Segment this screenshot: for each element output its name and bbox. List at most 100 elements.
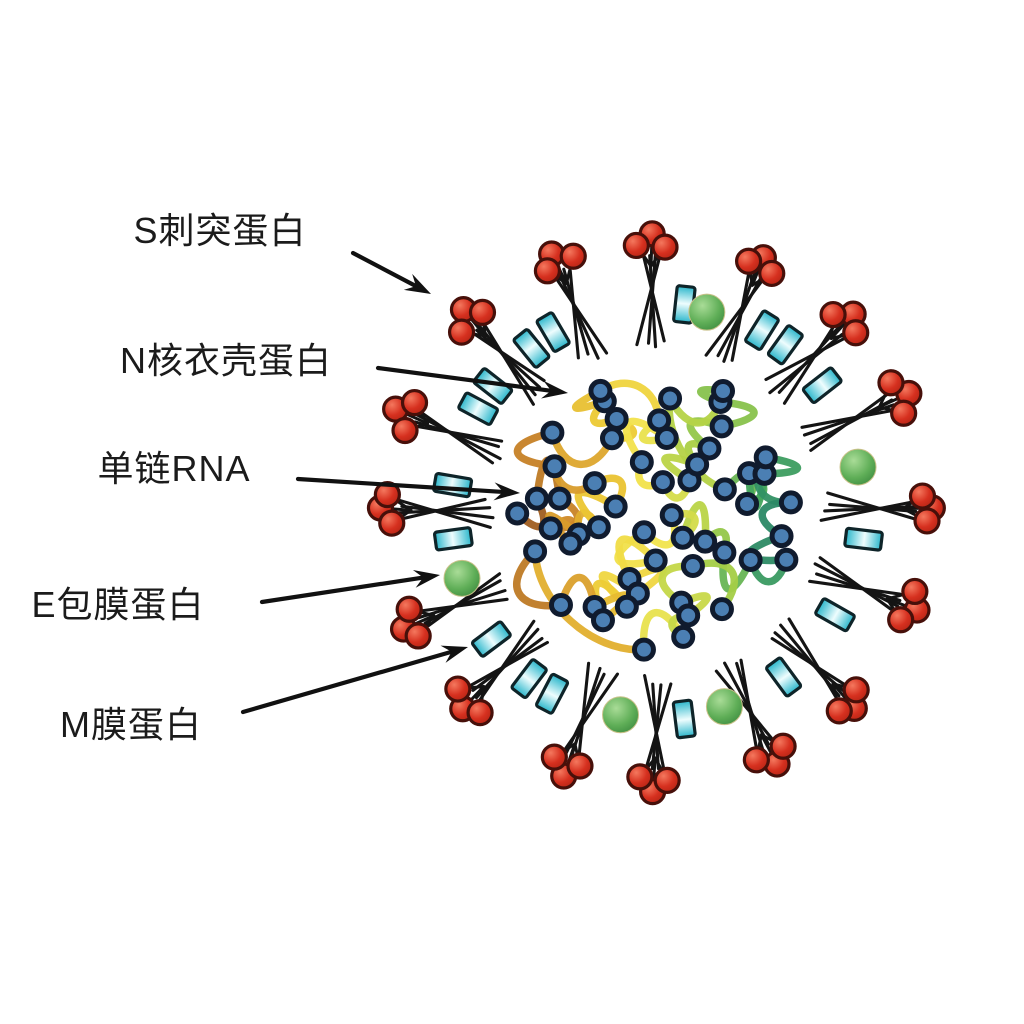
membrane-block (432, 526, 474, 552)
label-nucleocapsid-protein: N核衣壳蛋白 (120, 340, 332, 381)
nucleocapsid-dot (505, 501, 530, 526)
nucleocapsid-dot (540, 420, 565, 445)
spike-tip-ball (466, 699, 494, 727)
arrow-head (403, 273, 431, 294)
label-envelope-protein: E包膜蛋白 (31, 584, 205, 625)
nucleocapsid-dot (588, 378, 613, 403)
spike-tip-ball (742, 746, 770, 774)
spike-tip-ball (540, 743, 568, 771)
arrow-head (541, 380, 568, 399)
spike-tip-ball (769, 732, 797, 760)
nucleocapsid-dot (670, 525, 695, 550)
arrow-head (412, 570, 440, 588)
membrane-block (457, 391, 499, 426)
nucleocapsid-dot (709, 597, 734, 622)
spike-tip-ball (825, 697, 853, 725)
membrane-block (470, 620, 512, 658)
nucleocapsid-dot (558, 531, 583, 556)
spike-tip-ball (877, 369, 905, 397)
envelope-protein-sphere (839, 448, 877, 486)
nucleocapsid-dot (697, 436, 722, 461)
arrow-head (440, 645, 468, 663)
spike-tips (366, 220, 946, 806)
membrane-ring (432, 284, 884, 740)
spike-tip-ball (447, 318, 476, 346)
spike-tip-ball (890, 399, 918, 427)
nucleocapsid-dot (547, 486, 572, 511)
nucleocapsid-dot (643, 548, 668, 573)
spike-tip-ball (653, 766, 681, 794)
nucleocapsid-dot (647, 408, 672, 433)
nucleocapsid-dot (659, 503, 684, 528)
envelope-protein-sphere (443, 559, 481, 597)
nucleocapsid-dot (614, 594, 639, 619)
spike-tip-ball (395, 595, 423, 623)
arrow-head (493, 482, 520, 501)
spike-tip-ball (444, 675, 472, 703)
membrane-block (510, 658, 548, 699)
nucleocapsid-dot (693, 529, 718, 554)
spike-tip-ball (842, 676, 870, 704)
spike-tip-ball (533, 257, 562, 285)
nucleocapsid-dot (599, 426, 624, 451)
nucleocapsid-dot (711, 378, 736, 403)
label-spike-protein: S刺突蛋白 (133, 210, 307, 251)
nucleocapsid-dot (542, 454, 567, 479)
spike-tip-ball (622, 231, 650, 260)
envelope-proteins (443, 293, 877, 734)
spike-tip-ball (901, 577, 929, 606)
spike-tip-ball (404, 622, 432, 650)
membrane-block (814, 597, 856, 633)
spike-tip-ball (626, 763, 654, 791)
nucleocapsid-dot (650, 470, 675, 495)
envelope-protein-sphere (705, 688, 743, 726)
nucleocapsid-dot (680, 554, 705, 579)
spike-tip-ball (378, 509, 406, 537)
membrane-block (843, 526, 884, 552)
spike-tip-ball (758, 259, 786, 288)
nucleocapsid-dots (505, 378, 803, 662)
spike-tip-ball (735, 247, 763, 275)
label-membrane-protein: M膜蛋白 (60, 704, 202, 745)
spike-tip-ball (559, 242, 587, 270)
spike-tip-ball (908, 482, 937, 510)
spike-tip-ball (819, 300, 847, 329)
nucleocapsid-dot (712, 540, 737, 565)
nucleocapsid-dot (538, 516, 563, 541)
nucleocapsid-dot (524, 486, 549, 511)
membrane-block (766, 324, 804, 366)
nucleocapsid-dot (582, 471, 607, 496)
spike-tip-ball (391, 416, 419, 445)
label-single-strand-rna: 单链RNA (97, 448, 251, 489)
membrane-block (535, 672, 570, 715)
spike-tip-ball (913, 507, 941, 535)
nucleocapsid-dot (586, 515, 611, 540)
membrane-block (671, 698, 697, 740)
nucleocapsid-dot (738, 547, 763, 572)
nucleocapsid-dot (774, 547, 799, 572)
nucleocapsid-dot (632, 520, 657, 545)
nucleocapsid-dot (631, 637, 656, 662)
nucleocapsid-dot (753, 445, 778, 470)
envelope-protein-sphere (688, 293, 726, 331)
label-arrows (240, 250, 568, 715)
nucleocapsid-dot (712, 477, 737, 502)
nucleocapsid-dot (769, 524, 794, 549)
nucleocapsid-dot (709, 414, 734, 439)
membrane-block (801, 366, 843, 404)
spike-tip-ball (887, 606, 915, 634)
nucleocapsid-dot (671, 624, 696, 649)
membrane-block (744, 309, 780, 351)
envelope-protein-sphere (602, 696, 640, 734)
nucleocapsid-dot (629, 450, 654, 475)
membrane-block (535, 311, 571, 353)
spike-tip-ball (842, 319, 870, 347)
membrane-block (472, 367, 514, 405)
membrane-block (512, 328, 551, 369)
nucleocapsid-dot (548, 592, 573, 617)
nucleocapsid-dot (590, 608, 615, 633)
spike-tip-ball (468, 298, 497, 326)
nucleocapsid-dot (523, 539, 548, 564)
